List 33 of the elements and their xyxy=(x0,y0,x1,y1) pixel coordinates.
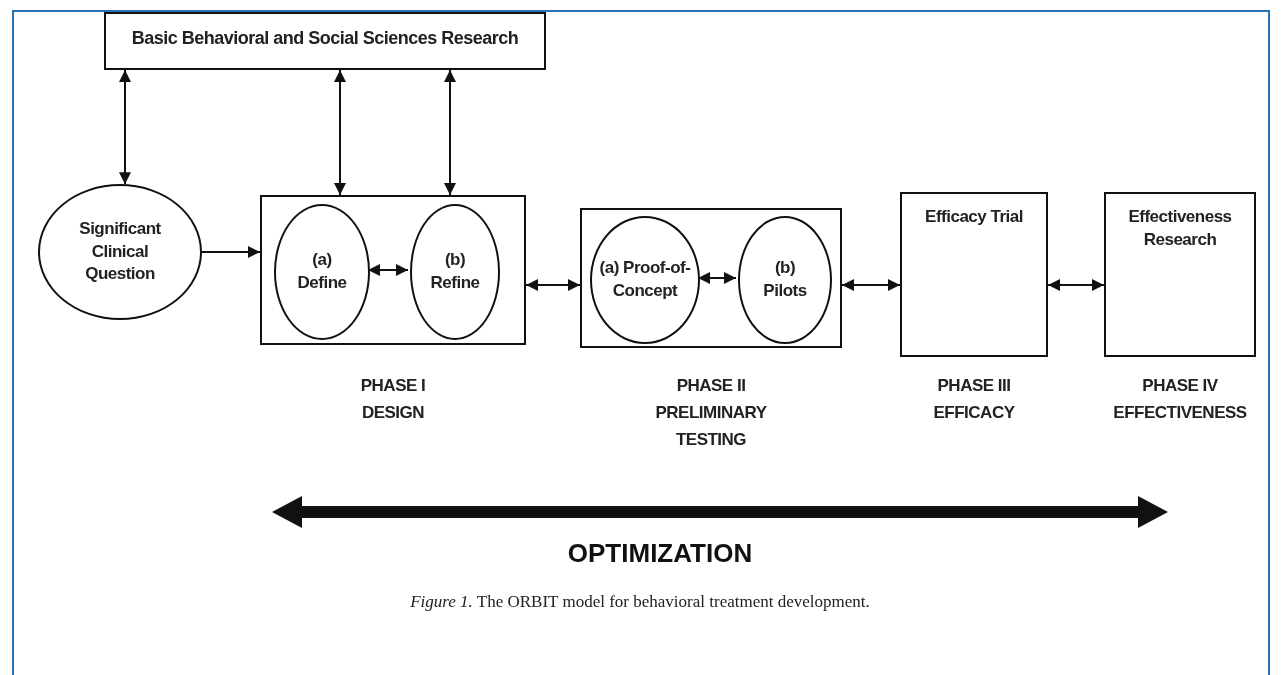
process-box xyxy=(1104,192,1256,357)
node-label: Effectiveness Research xyxy=(1127,206,1233,251)
process-box xyxy=(900,192,1048,357)
arrow xyxy=(841,279,901,291)
ellipse-node xyxy=(38,184,202,320)
phase-label: PHASE IV EFFECTIVENESS xyxy=(1112,375,1248,425)
node-label: (b) Refine xyxy=(429,249,481,294)
arrow xyxy=(201,246,261,258)
node-label: (b) Pilots xyxy=(762,257,808,302)
arrow xyxy=(334,69,346,196)
node-label: Basic Behavioral and Social Sciences Research xyxy=(131,27,519,50)
ellipse-node xyxy=(274,204,370,340)
process-box xyxy=(580,208,842,348)
arrow xyxy=(697,272,737,284)
ellipse-node xyxy=(738,216,832,344)
node-label: Efficacy Trial xyxy=(925,206,1023,228)
axis-label: OPTIMIZATION xyxy=(566,538,754,569)
figure-caption: Figure 1. The ORBIT model for behavioral treatment development. xyxy=(409,592,871,612)
arrow xyxy=(367,264,409,276)
process-box xyxy=(104,12,546,70)
phase-label: PHASE III EFFICACY xyxy=(932,375,1016,425)
ellipse-node xyxy=(590,216,700,344)
ellipse-node xyxy=(410,204,500,340)
arrow xyxy=(525,279,581,291)
node-label: (a) Proof-of-Concept xyxy=(598,257,692,302)
arrow xyxy=(119,69,131,186)
node-label: (a) Define xyxy=(296,249,348,294)
phase-label: PHASE I DESIGN xyxy=(359,375,427,425)
process-box xyxy=(260,195,526,345)
phase-label: PHASE II PRELIMINARY TESTING xyxy=(654,375,768,452)
arrow xyxy=(1047,279,1105,291)
node-label: Significant Clinical Question xyxy=(78,217,162,286)
arrow xyxy=(444,69,456,196)
